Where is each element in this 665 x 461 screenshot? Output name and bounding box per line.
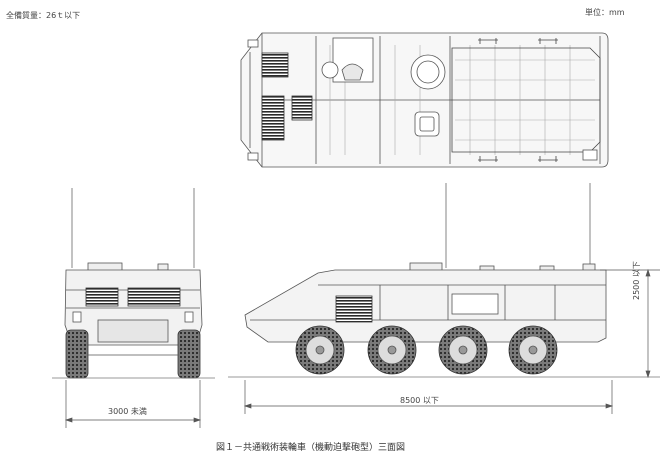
width-dimension bbox=[64, 380, 202, 428]
top-view bbox=[240, 32, 609, 168]
top-hatch-rear bbox=[414, 111, 440, 137]
front-wheel-right bbox=[177, 329, 201, 379]
height-dimension bbox=[600, 268, 660, 379]
figure-caption: 図１－共通戦術装輪車（機動迫撃砲型）三面図 bbox=[216, 443, 406, 453]
side-wheel-1 bbox=[295, 325, 345, 375]
side-hull bbox=[244, 269, 607, 343]
side-wheel-4 bbox=[508, 325, 558, 375]
top-grille-1 bbox=[261, 52, 289, 78]
side-wheel-3 bbox=[438, 325, 488, 375]
width-label: 3000 未満 bbox=[108, 407, 147, 416]
weight-label: 全備質量：26ｔ以下 bbox=[6, 11, 81, 20]
front-view bbox=[52, 188, 215, 379]
side-grille bbox=[335, 295, 373, 323]
top-grille-3 bbox=[291, 95, 313, 121]
top-hatch-left bbox=[321, 61, 339, 79]
top-grille-2 bbox=[261, 95, 285, 141]
side-view bbox=[228, 183, 660, 378]
front-wheel-left bbox=[65, 329, 89, 379]
top-hatch-round bbox=[410, 54, 446, 90]
side-wheel-2 bbox=[367, 325, 417, 375]
length-label: 8500 以下 bbox=[400, 396, 439, 405]
length-dimension bbox=[243, 380, 614, 414]
height-label: 2500 以下 bbox=[632, 261, 641, 300]
unit-label: 単位：mm bbox=[585, 8, 625, 17]
